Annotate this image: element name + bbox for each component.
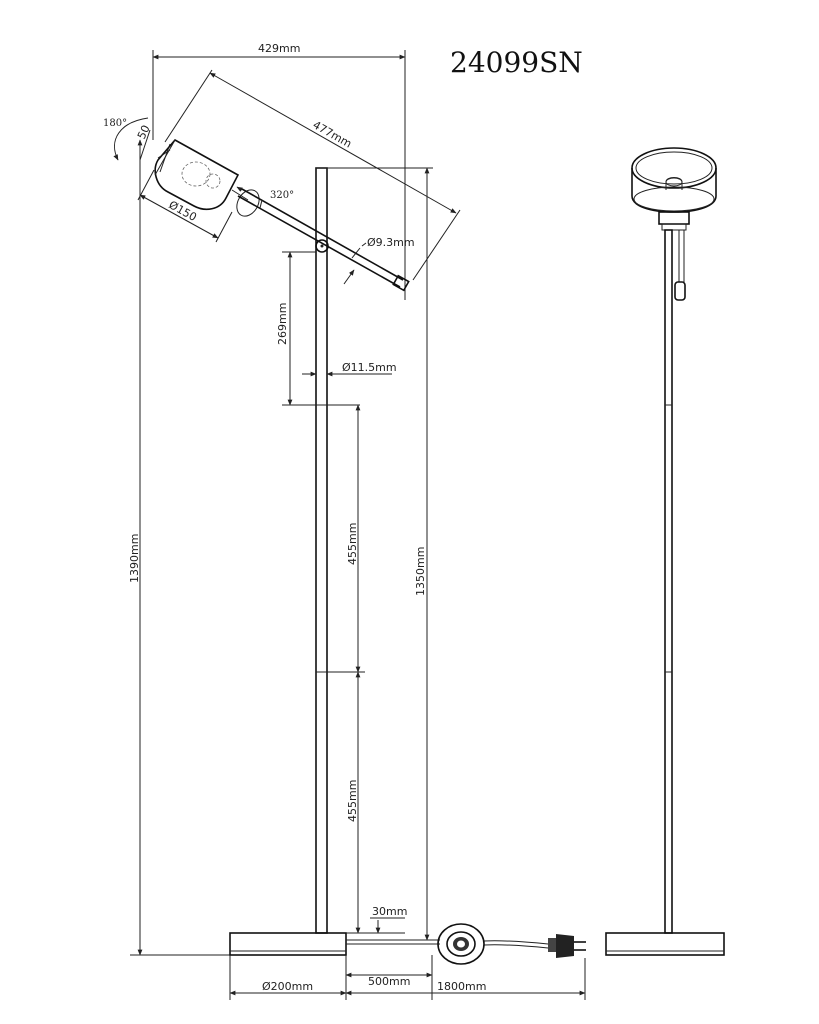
shade-tilt-indicator: 180° xyxy=(103,117,149,161)
arm-diameter-label: Ø9.3mm xyxy=(367,236,415,249)
front-joint xyxy=(658,211,690,301)
pole-diameter-label: Ø11.5mm xyxy=(342,361,397,374)
upper-pole-label: 455mm xyxy=(346,523,359,565)
cable-length-label: 1800mm xyxy=(437,980,486,993)
shade-diameter-label: Ø150 xyxy=(167,198,199,224)
joint-height-label: 269mm xyxy=(276,303,289,345)
switch-distance-dimension: 500mm xyxy=(345,955,433,1000)
front-view xyxy=(605,147,725,956)
shade-depth-label: 50 xyxy=(135,123,153,141)
arm-length-dimension: 477mm xyxy=(164,69,461,281)
upper-pole-dimension: 455mm xyxy=(327,404,365,673)
power-cable xyxy=(346,939,549,949)
power-plug xyxy=(548,934,586,958)
base-diameter-dimension: Ø200mm xyxy=(229,955,347,1000)
cable-switch xyxy=(437,923,485,965)
lamp-base xyxy=(229,932,347,956)
front-base xyxy=(605,932,725,956)
lower-pole-dimension: 455mm xyxy=(346,671,361,934)
pole-diameter-dimension: Ø11.5mm xyxy=(302,361,397,377)
width-label: 429mm xyxy=(258,42,300,55)
base-thickness-label: 30mm xyxy=(372,905,407,918)
front-pole xyxy=(664,229,673,934)
pole-height-dimension: 1350mm xyxy=(405,167,433,941)
arm-diameter-dimension: Ø9.3mm xyxy=(343,236,415,285)
width-dimension: 429mm xyxy=(152,42,406,300)
pole-height-label: 1350mm xyxy=(414,547,427,596)
front-shade xyxy=(631,147,717,213)
shade-rotation-label: 320° xyxy=(270,190,294,201)
overall-height-label: 1390mm xyxy=(128,534,141,583)
lower-pole-label: 455mm xyxy=(346,780,359,822)
lamp-shade xyxy=(154,138,249,211)
base-thickness-dimension: 30mm xyxy=(346,905,407,934)
shade-tilt-label: 180° xyxy=(103,118,127,129)
base-diameter-label: Ø200mm xyxy=(262,980,313,993)
shade-rotation-indicator: 320° xyxy=(236,186,294,217)
joint-height-dimension: 269mm xyxy=(276,251,360,406)
switch-distance-label: 500mm xyxy=(368,975,410,988)
cable-length-dimension: 1800mm xyxy=(345,958,586,1000)
side-view: 429mm 477mm 180° 50 xyxy=(103,42,586,1000)
model-number: 24099SN xyxy=(450,46,583,79)
overall-height-dimension: 1390mm xyxy=(128,139,230,956)
